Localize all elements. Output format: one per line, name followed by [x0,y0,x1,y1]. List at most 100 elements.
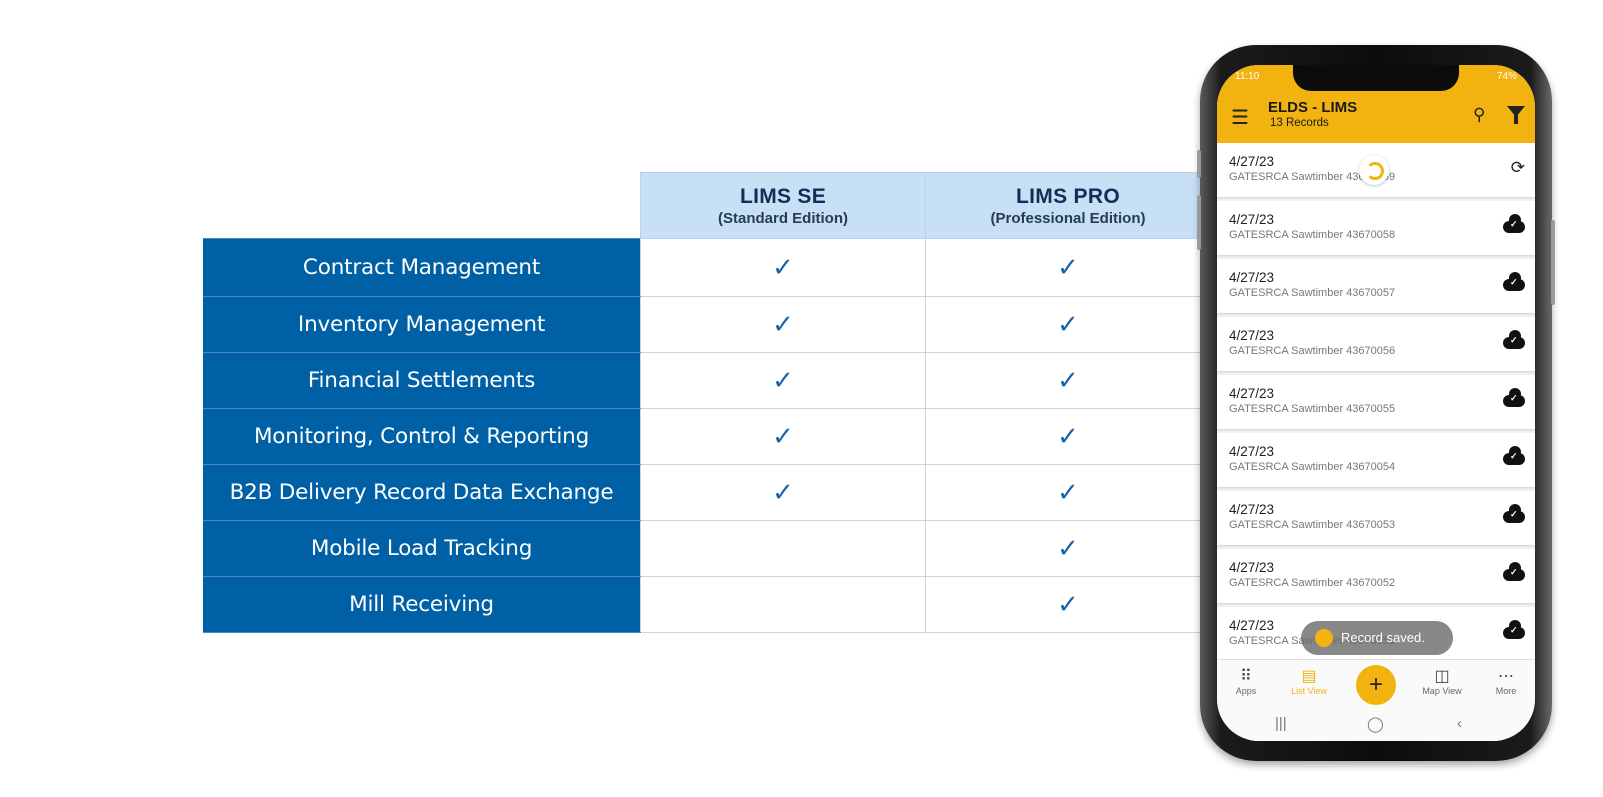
phone-volume-button [1197,195,1201,250]
check-cell-se: ✓ [640,464,926,521]
nav-list-view[interactable]: ▤ List View [1284,666,1334,696]
record-description: GATESRCA Sawtimber 43670058 [1229,229,1396,241]
nav-label: List View [1291,686,1327,696]
record-description: GATESRCA Sawtimber 43670053 [1229,519,1396,531]
table-row: B2B Delivery Record Data Exchange✓✓ [203,464,1211,521]
back-icon[interactable]: ‹ [1457,715,1462,732]
checkmark-icon: ✓ [772,365,794,395]
phone-mockup: 11:10 74% ☰ ELDS - LIMS 13 Records ⚲ 4/2… [1197,45,1555,761]
loading-spinner-icon [1359,155,1389,185]
apps-icon: ⠿ [1240,668,1252,685]
checkmark-icon: ✓ [1057,421,1079,451]
record-list: 4/27/23 GATESRCA Sawtimber 43670059 ⟳ 4/27/… [1217,143,1535,665]
search-icon[interactable]: ⚲ [1473,105,1486,124]
table-row: Inventory Management✓✓ [203,296,1211,353]
filter-icon[interactable] [1507,106,1525,124]
recents-icon[interactable]: ||| [1275,715,1287,732]
sync-icon[interactable]: ⟳ [1510,158,1525,177]
check-cell-se: ✓ [640,408,926,465]
check-cell-pro: ✓ [925,408,1211,465]
column-edition: (Standard Edition) [718,209,848,227]
nav-more[interactable]: ⋯ More [1481,666,1531,696]
record-date: 4/27/23 [1229,560,1275,575]
column-edition: (Professional Edition) [990,209,1146,227]
checkmark-icon: ✓ [1057,365,1079,395]
table-body: Contract Management✓✓Inventory Managemen… [203,238,1211,633]
table-row: Monitoring, Control & Reporting ✓ ✓ [203,408,1211,465]
column-header-se: LIMS SE (Standard Edition) [640,172,926,239]
column-header-pro: LIMS PRO (Professional Edition) [925,172,1211,239]
checkmark-icon: ✓ [772,252,794,282]
record-date: 4/27/23 [1229,328,1275,343]
list-view-icon: ▤ [1301,668,1317,685]
record-description: GATESRCA Sawtimber 43670059 [1229,171,1396,183]
checkmark-icon: ✓ [1057,477,1079,507]
feature-label: Financial Settlements [203,352,641,409]
feature-label: Inventory Management [203,296,641,353]
column-name: LIMS PRO [1016,184,1120,208]
toast-text: Record saved. [1341,630,1425,645]
cloud-done-icon [1503,562,1525,581]
record-date: 4/27/23 [1229,502,1275,517]
more-icon: ⋯ [1498,668,1514,685]
checkmark-icon: ✓ [1057,533,1079,563]
column-name: LIMS SE [739,184,827,208]
cloud-done-icon [1503,504,1525,523]
table-header-row: LIMS SE (Standard Edition) LIMS PRO (Pro… [203,172,1211,239]
toast-app-icon [1315,629,1333,647]
feature-label: Monitoring, Control & Reporting [203,408,641,465]
add-record-button[interactable]: + [1356,665,1396,705]
cloud-done-icon [1503,388,1525,407]
check-cell-pro: ✓ [925,464,1211,521]
record-date: 4/27/23 [1229,212,1275,227]
table-corner [203,172,641,239]
feature-label: B2B Delivery Record Data Exchange [203,464,641,521]
nav-label: Map View [1422,686,1462,696]
phone-power-button [1551,220,1555,305]
app-title: ELDS - LIMS [1268,99,1358,116]
table-row: Financial Settlements ✓ ✓ [203,352,1211,409]
cloud-done-icon [1503,446,1525,465]
phone-side-button [1197,150,1201,178]
table-row: Mill Receiving✓ [203,576,1211,633]
table-row: Mobile Load Tracking✓ [203,520,1211,577]
record-description: GATESRCA Sawtimber 43670056 [1229,345,1396,357]
table-row: Contract Management✓✓ [203,238,1211,297]
checkmark-icon: ✓ [1057,309,1079,339]
app-bar: ☰ ELDS - LIMS 13 Records ⚲ [1217,91,1535,143]
map-icon: ◫ [1434,668,1450,685]
menu-icon[interactable]: ☰ [1231,107,1249,129]
home-icon[interactable]: ◯ [1367,716,1384,733]
check-cell-se: ✓ [640,296,926,353]
record-date: 4/27/23 [1229,270,1275,285]
check-cell-se: ✓ [640,352,926,409]
cloud-done-icon [1503,272,1525,291]
phone-notch [1293,65,1459,91]
checkmark-icon: ✓ [772,421,794,451]
record-date: 4/27/23 [1229,386,1275,401]
check-cell-pro: ✓ [925,352,1211,409]
record-description: GATESRCA Sawtimber 43670057 [1229,287,1396,299]
nav-map-view[interactable]: ◫ Map View [1417,666,1467,696]
nav-apps[interactable]: ⠿ Apps [1221,666,1271,696]
record-date: 4/27/23 [1229,444,1275,459]
check-cell-pro: ✓ [925,520,1211,577]
system-navigation: ||| ◯ ‹ [1217,710,1535,741]
check-cell-se: ✓ [640,238,926,297]
record-description: GATESRCA Sawtimber 43670052 [1229,577,1396,589]
check-cell-se [640,520,926,577]
check-cell-pro: ✓ [925,576,1211,633]
checkmark-icon: ✓ [1057,252,1079,282]
edition-comparison-table: LIMS SE (Standard Edition) LIMS PRO (Pro… [203,172,1211,633]
record-description: GATESRCA Sawtimber 43670054 [1229,461,1396,473]
check-cell-se [640,576,926,633]
record-date: 4/27/23 [1229,618,1275,633]
